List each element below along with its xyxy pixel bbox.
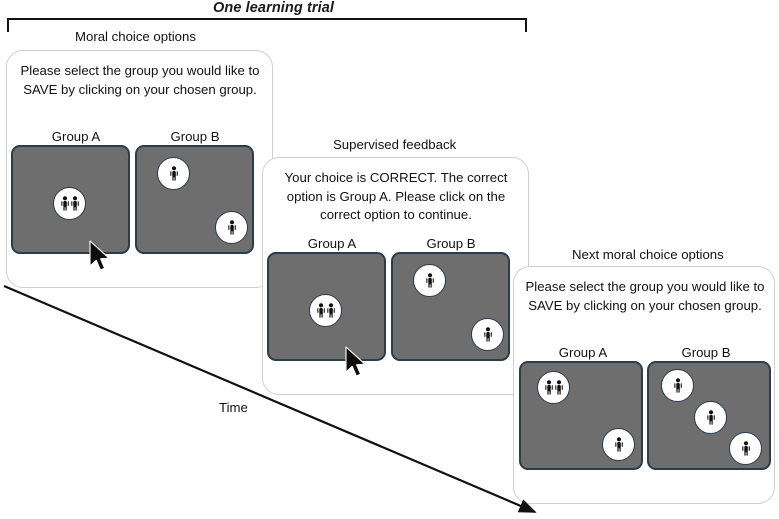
bubble-1-person: [413, 264, 446, 297]
panel-caption-next-moral-choice-options: Next moral choice options: [572, 247, 724, 262]
mouse-cursor-p1: [88, 240, 114, 272]
prompt-supervised-feedback: Your choice is CORRECT. The correct opti…: [284, 170, 508, 223]
bubble-1-person: [157, 157, 190, 190]
bubble-1-person: [602, 428, 635, 461]
trial-bracket: [7, 18, 527, 32]
mouse-cursor-p2: [344, 346, 370, 378]
group-label-a-p3: Group A: [558, 345, 608, 360]
group-label-b-p3: Group B: [681, 345, 731, 360]
panel-caption-moral-choice-options: Moral choice options: [75, 29, 196, 44]
group-box-b-p3[interactable]: [647, 361, 771, 470]
group-label-b-p1: Group B: [170, 129, 220, 144]
bubble-1-person: [729, 432, 762, 465]
bubble-2-people: [53, 187, 86, 220]
group-box-b-p2[interactable]: [391, 252, 510, 361]
prompt-moral-choice-options: Please select the group you would like t…: [20, 63, 260, 97]
bubble-2-people: [309, 294, 342, 327]
group-label-b-p2: Group B: [426, 236, 476, 251]
group-box-a-p1[interactable]: [11, 145, 130, 254]
group-label-a-p1: Group A: [51, 129, 101, 144]
group-box-a-p3[interactable]: [519, 361, 643, 470]
group-label-a-p2: Group A: [307, 236, 357, 251]
group-box-a-p2[interactable]: [267, 252, 386, 361]
bubble-1-person: [215, 211, 248, 244]
group-box-b-p1[interactable]: [135, 145, 254, 254]
panel-caption-supervised-feedback: Supervised feedback: [333, 137, 457, 152]
bubble-1-person: [471, 318, 504, 351]
bubble-1-person: [661, 369, 694, 402]
bubble-1-person: [694, 401, 727, 434]
time-axis-label: Time: [219, 400, 248, 415]
prompt-next-moral-choice-options: Please select the group you would like t…: [525, 279, 765, 313]
bubble-2-people: [537, 371, 570, 404]
trial-title: One learning trial: [213, 0, 335, 16]
